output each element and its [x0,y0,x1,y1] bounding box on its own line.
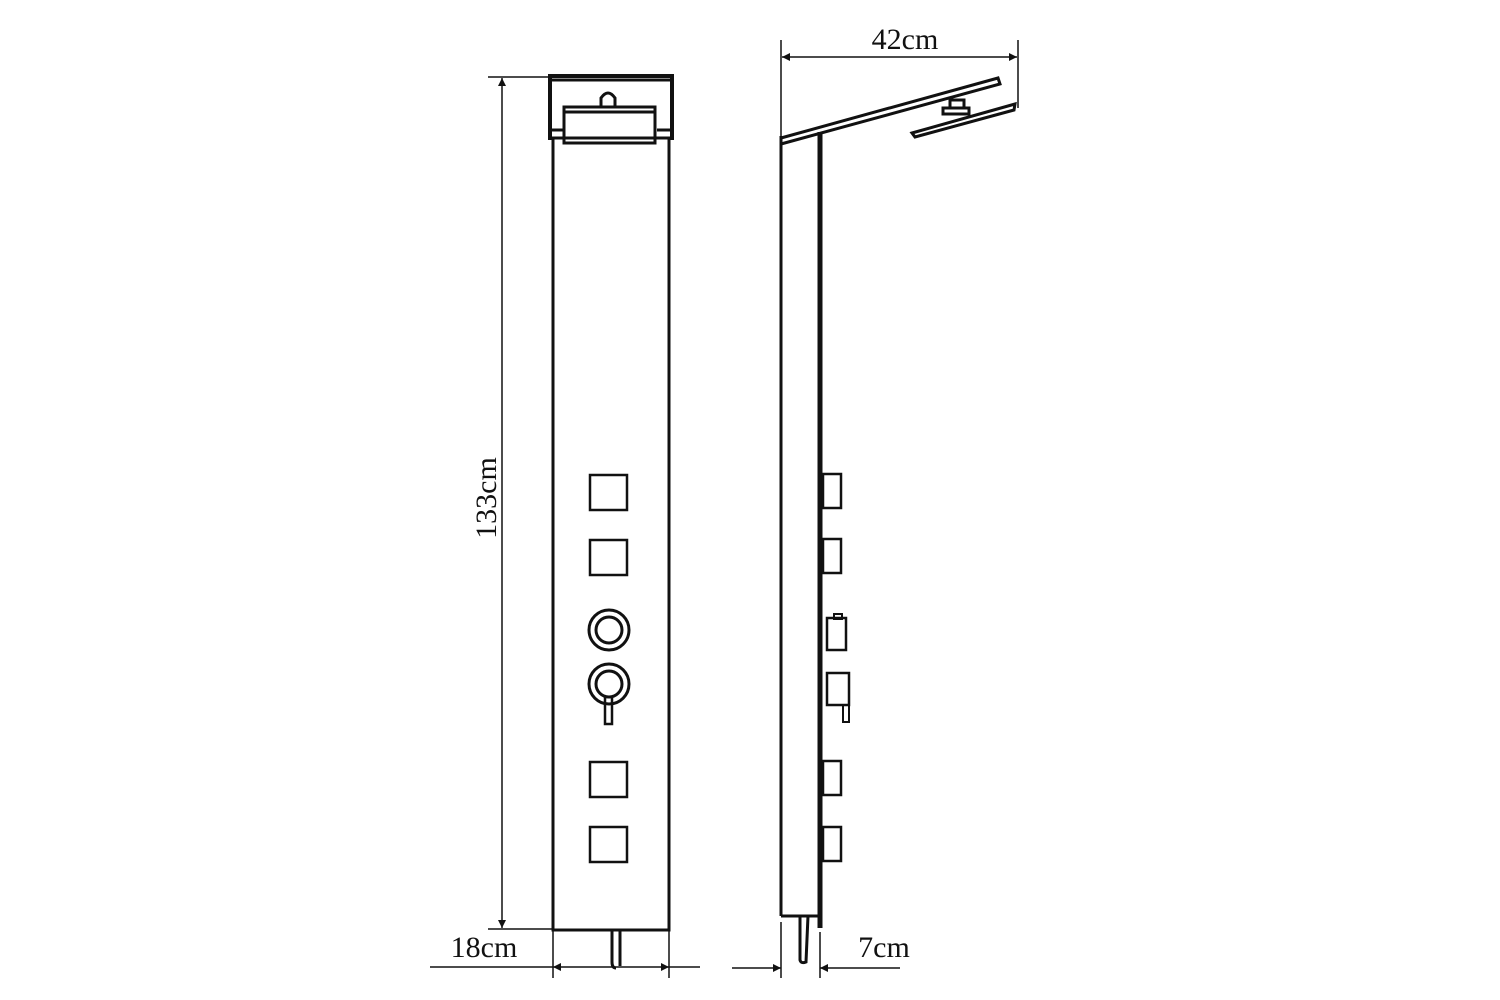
body-jet-4 [588,825,629,864]
side-jets [821,472,843,863]
shower-head [909,98,1017,139]
side-view [779,76,1017,965]
depth-label: 7cm [858,931,910,964]
height-dimension: 133cm [470,76,553,930]
depth-dimension: 7cm [732,922,910,978]
arm-reach-dimension: 42cm [780,23,1019,136]
shower-arm [780,76,1002,146]
side-valves [825,613,851,723]
body-jet-2 [588,538,629,577]
arm-reach-label: 42cm [872,23,939,56]
panel-body [551,136,671,932]
front-view [548,74,674,970]
body-jet-3 [588,760,629,799]
front-width-label: 18cm [451,931,518,964]
top-cap [548,74,674,145]
body-jet-1 [588,473,629,512]
front-width-dimension: 18cm [430,930,700,978]
diverter-knob [587,608,631,652]
mixer-handle [587,662,631,726]
height-label: 133cm [470,457,503,539]
body-jets [588,473,629,864]
hose-inlet [610,930,622,970]
